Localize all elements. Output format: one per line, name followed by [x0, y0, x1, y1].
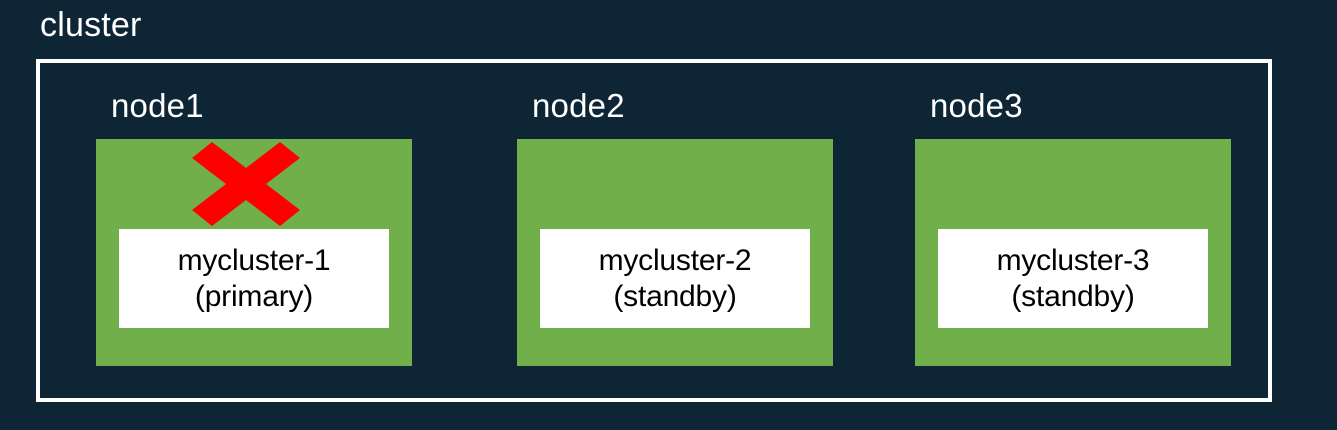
instance-box-1: mycluster-1 (primary): [119, 229, 389, 328]
node-label-3: node3: [930, 87, 1023, 124]
node-label-2: node2: [532, 87, 625, 124]
node-body-1: mycluster-1 (primary): [96, 139, 412, 366]
node-group-3: node3 mycluster-3 (standby): [915, 86, 1231, 366]
red-x-icon: [192, 142, 300, 226]
instance-name-2: mycluster-2: [598, 243, 752, 277]
instance-box-2: mycluster-2 (standby): [540, 229, 810, 328]
node-label-1: node1: [111, 87, 204, 124]
instance-role-2: (standby): [613, 279, 737, 313]
cluster-boundary-box: [36, 59, 1272, 402]
node-group-1: node1 mycluster-1 (primary): [96, 86, 412, 366]
node-body-2: mycluster-2 (standby): [517, 139, 833, 366]
instance-role-3: (standby): [1011, 279, 1135, 313]
node-group-2: node2 mycluster-2 (standby): [517, 86, 833, 366]
node-body-3: mycluster-3 (standby): [915, 139, 1231, 366]
instance-name-1: mycluster-1: [177, 243, 331, 277]
instance-name-3: mycluster-3: [996, 243, 1150, 277]
instance-role-1: (primary): [194, 279, 314, 313]
instance-box-3: mycluster-3 (standby): [938, 229, 1208, 328]
cluster-label: cluster: [40, 6, 142, 44]
